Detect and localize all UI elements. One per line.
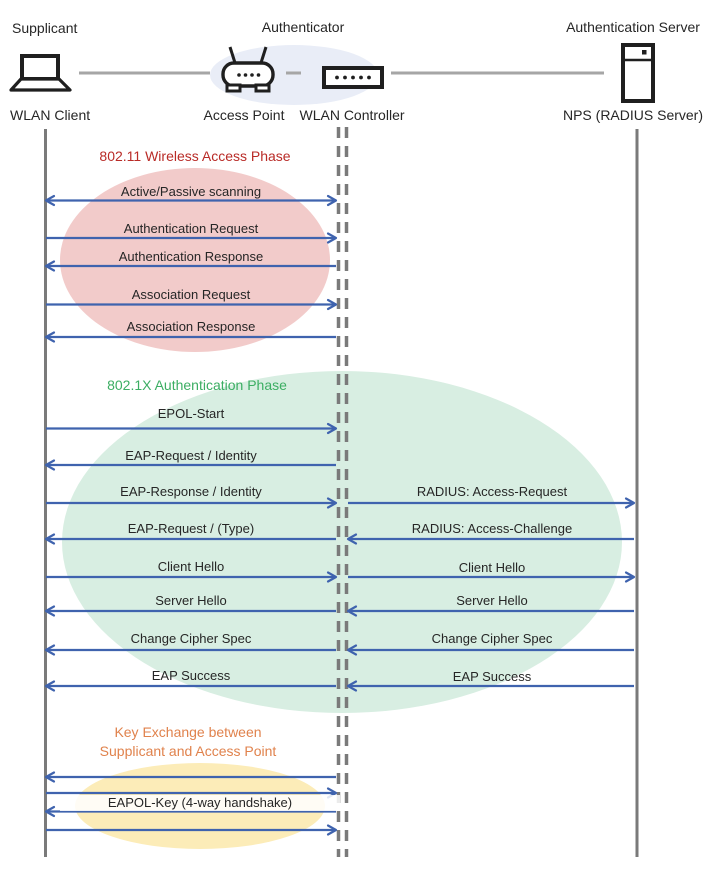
message-label: Change Cipher Spec bbox=[130, 631, 252, 646]
wlan-controller-icon bbox=[322, 66, 384, 89]
message-label: EAP Success bbox=[452, 669, 532, 684]
message-label: Association Response bbox=[126, 319, 256, 334]
message-label: Authentication Request bbox=[123, 221, 259, 236]
phase1-ellipse bbox=[60, 168, 330, 352]
node-label-access-point: Access Point bbox=[203, 107, 285, 123]
message-label: EAP-Request / Identity bbox=[125, 448, 257, 463]
message-label: EAP-Request / (Type) bbox=[127, 521, 255, 536]
role-label-supplicant: Supplicant bbox=[12, 20, 78, 36]
message-label: Server Hello bbox=[456, 593, 528, 608]
phase1-title: 802.11 Wireless Access Phase bbox=[99, 148, 291, 164]
message-label: EAP-Response / Identity bbox=[120, 484, 262, 499]
lifelines bbox=[44, 127, 639, 857]
message-label: Client Hello bbox=[458, 560, 526, 575]
phase2-ellipse bbox=[62, 371, 622, 713]
phase3-title-line1: Key Exchange between bbox=[114, 724, 262, 740]
laptop-icon bbox=[9, 54, 72, 92]
phase3-title: Key Exchange between Supplicant and Acce… bbox=[78, 723, 298, 761]
role-label-authenticator: Authenticator bbox=[261, 19, 345, 35]
role-label-authentication-server: Authentication Server bbox=[566, 19, 700, 35]
message-label: EAPOL-Key (4-way handshake) bbox=[60, 795, 340, 811]
message-label: Client Hello bbox=[157, 559, 225, 574]
node-label-wlan-controller: WLAN Controller bbox=[299, 107, 405, 123]
message-label: RADIUS: Access-Request bbox=[416, 484, 568, 499]
node-label-wlan-client: WLAN Client bbox=[10, 107, 91, 123]
authenticator-highlight-ellipse bbox=[210, 45, 378, 105]
message-label: Authentication Response bbox=[118, 249, 264, 264]
message-label: RADIUS: Access-Challenge bbox=[411, 521, 573, 536]
phase3-title-line2: Supplicant and Access Point bbox=[99, 743, 277, 759]
node-label-nps: NPS (RADIUS Server) bbox=[562, 107, 704, 123]
message-label: Active/Passive scanning bbox=[120, 184, 262, 199]
wireless-access-point-icon bbox=[221, 46, 275, 93]
message-label: EAP Success bbox=[151, 668, 231, 683]
message-label: Change Cipher Spec bbox=[431, 631, 553, 646]
message-label: Association Request bbox=[131, 287, 251, 302]
message-arrows bbox=[44, 194, 636, 836]
server-icon bbox=[621, 43, 655, 103]
phase2-title: 802.1X Authentication Phase bbox=[107, 377, 287, 393]
message-label: Server Hello bbox=[155, 593, 227, 608]
message-label: EPOL-Start bbox=[157, 406, 225, 421]
